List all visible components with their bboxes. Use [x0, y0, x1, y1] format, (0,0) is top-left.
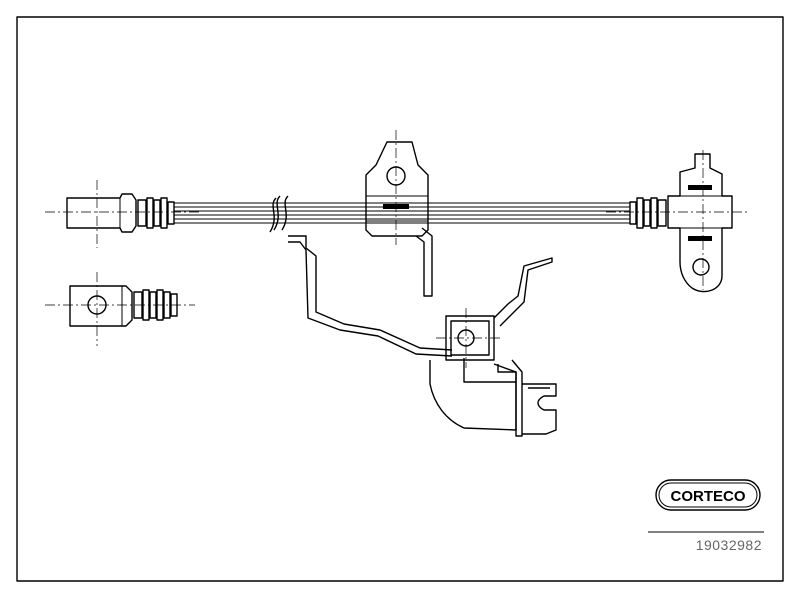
lower-bracket	[288, 235, 557, 437]
left-end-fitting	[45, 180, 200, 248]
logo-text: CORTECO	[671, 488, 746, 505]
hose-line	[174, 195, 630, 233]
left-side-view	[45, 272, 195, 346]
middle-bracket	[365, 130, 433, 297]
part-number: 19032982	[696, 537, 762, 553]
drawing-frame	[16, 16, 784, 582]
right-end-fitting	[606, 150, 750, 293]
corteco-logo: CORTECO	[655, 479, 761, 511]
